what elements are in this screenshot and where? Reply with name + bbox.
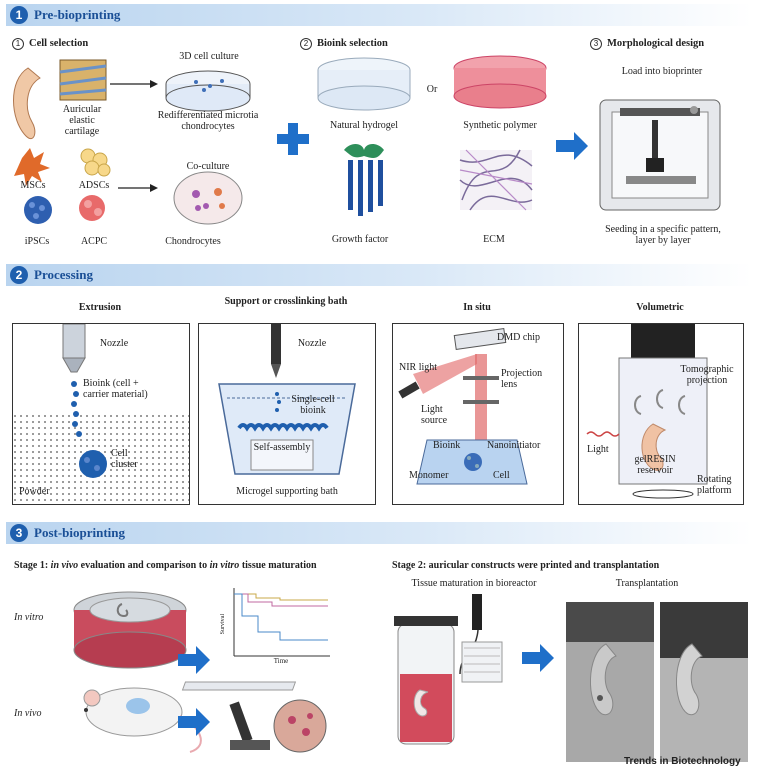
rotating-platform-label: Rotating platform — [697, 474, 732, 496]
ecm-illustration — [459, 149, 533, 211]
nozzle-label: Nozzle — [99, 338, 129, 349]
adscs-cells — [80, 148, 111, 177]
extrusion-title: Extrusion — [78, 302, 122, 313]
natural-hydrogel-label: Natural hydrogel — [329, 120, 399, 131]
section-title: Post-bioprinting — [34, 525, 126, 540]
synthetic-polymer-label: Synthetic polymer — [463, 120, 537, 131]
stage1-illustration — [73, 588, 330, 753]
bioreactor-illustration — [394, 594, 503, 745]
adscs-label: ADSCs — [78, 180, 110, 191]
section-number: 2 — [10, 266, 28, 284]
section-banner-processing: 2 Processing — [6, 264, 752, 286]
cell-label: Cell — [493, 470, 510, 481]
transplantation-photo-1 — [566, 602, 654, 762]
ipscs-label: iPSCs — [24, 236, 50, 247]
bioink-label: Bioink (cell + carrier material) — [83, 378, 148, 400]
synthetic-polymer-illustration — [453, 55, 547, 109]
3d-culture-dish — [165, 70, 251, 112]
in-vitro-label: In vitro — [14, 612, 44, 623]
survival-axis-label: Survival — [220, 614, 226, 635]
section-title: Processing — [34, 267, 93, 282]
extrusion-illustration — [13, 324, 189, 504]
gelresin-reservoir-label: gelRESIN reservoir — [634, 454, 676, 476]
tomographic-projection-label: Tomographic projection — [680, 364, 734, 386]
section-number: 1 — [10, 6, 28, 24]
ecm-label: ECM — [483, 234, 505, 245]
ear-illustration — [13, 59, 107, 140]
powder-label: Powder — [19, 486, 50, 497]
section-number: 3 — [10, 524, 28, 542]
plus-icon — [277, 123, 309, 155]
support-bath-illustration — [218, 324, 356, 475]
nir-light-label: NIR light — [399, 362, 438, 373]
volumetric-panel: Tomographic projection Light gelRESIN re… — [578, 323, 744, 505]
co-culture-dish — [173, 171, 243, 225]
mouse-illustration — [83, 687, 202, 753]
in-vivo-label: In vivo — [14, 708, 42, 719]
time-axis-label: Time — [273, 657, 289, 665]
bioprinter-illustration — [599, 99, 721, 211]
microscope-illustration — [181, 681, 327, 753]
in-situ-title: In situ — [463, 302, 491, 313]
monomer-label: Monomer — [409, 470, 449, 481]
extrusion-panel: Nozzle Bioink (cell + carrier material) … — [12, 323, 190, 505]
culture-plate-illustration — [73, 591, 187, 669]
single-cell-bioink-label: Single-cell bioink — [291, 394, 335, 416]
growth-factor-illustration — [344, 144, 384, 216]
ipscs-cells — [24, 196, 52, 224]
arrow-icon — [178, 646, 210, 674]
acpc-label: ACPC — [80, 236, 108, 247]
transplantation-photo-2 — [660, 602, 748, 762]
auricular-cartilage-label: Auricular elastic cartilage — [62, 104, 102, 137]
in-situ-illustration — [398, 328, 528, 485]
self-assembly-label: Self-assembly — [253, 442, 311, 453]
light-source-label: Light source — [421, 404, 448, 426]
section-banner-post-bioprinting: 3 Post-bioprinting — [6, 522, 752, 544]
nanoinitiator-label: Nanoinitiator — [487, 440, 541, 451]
volumetric-title: Volumetric — [636, 302, 684, 313]
light-label: Light — [587, 444, 609, 455]
natural-hydrogel-illustration — [317, 57, 411, 111]
3d-cell-culture-label: 3D cell culture — [179, 51, 239, 62]
stage2-heading: Stage 2: auricular constructs were print… — [392, 560, 660, 571]
stage1-heading: Stage 1: in vivo evaluation and comparis… — [14, 560, 317, 571]
volumetric-illustration — [586, 324, 708, 499]
co-culture-label: Co-culture — [186, 161, 230, 172]
arrow-icon — [178, 708, 210, 736]
section-title: Pre-bioprinting — [34, 7, 121, 22]
redifferentiated-chondrocytes-label: Redifferentiated microtia chondrocytes — [157, 110, 259, 132]
mscs-cells — [14, 148, 50, 186]
bioink-label: Bioink — [433, 440, 461, 451]
seeding-pattern-label: Seeding in a specific pattern, layer by … — [605, 224, 721, 246]
mscs-label: MSCs — [20, 180, 46, 191]
nozzle-label: Nozzle — [297, 338, 327, 349]
arrow-icon — [556, 132, 588, 160]
or-label: Or — [426, 84, 438, 95]
transplantation-label: Transplantation — [615, 578, 679, 589]
growth-factor-label: Growth factor — [331, 234, 389, 245]
dmd-chip-label: DMD chip — [497, 332, 541, 343]
microgel-bath-label: Microgel supporting bath — [236, 486, 338, 497]
arrow-icon — [522, 644, 554, 672]
survival-chart — [233, 588, 330, 657]
tissue-maturation-label: Tissue maturation in bioreactor — [411, 578, 537, 589]
section-banner-pre-bioprinting: 1 Pre-bioprinting — [6, 4, 752, 26]
journal-credit: Trends in Biotechnology — [624, 756, 741, 767]
stage2-illustration — [394, 594, 748, 762]
chondrocytes-label: Chondrocytes — [165, 236, 221, 247]
cell-cluster-label: Cell cluster — [111, 448, 138, 470]
acpc-cells — [79, 195, 105, 221]
pre-bioprinting-illustration — [13, 55, 721, 225]
in-situ-panel: DMD chip NIR light Projection lens Light… — [392, 323, 564, 505]
load-into-bioprinter-label: Load into bioprinter — [621, 66, 703, 77]
support-bath-panel: Nozzle Single-cell bioink Self-assembly … — [198, 323, 376, 505]
support-bath-title: Support or crosslinking bath — [224, 296, 348, 307]
projection-lens-label: Projection lens — [501, 368, 543, 390]
